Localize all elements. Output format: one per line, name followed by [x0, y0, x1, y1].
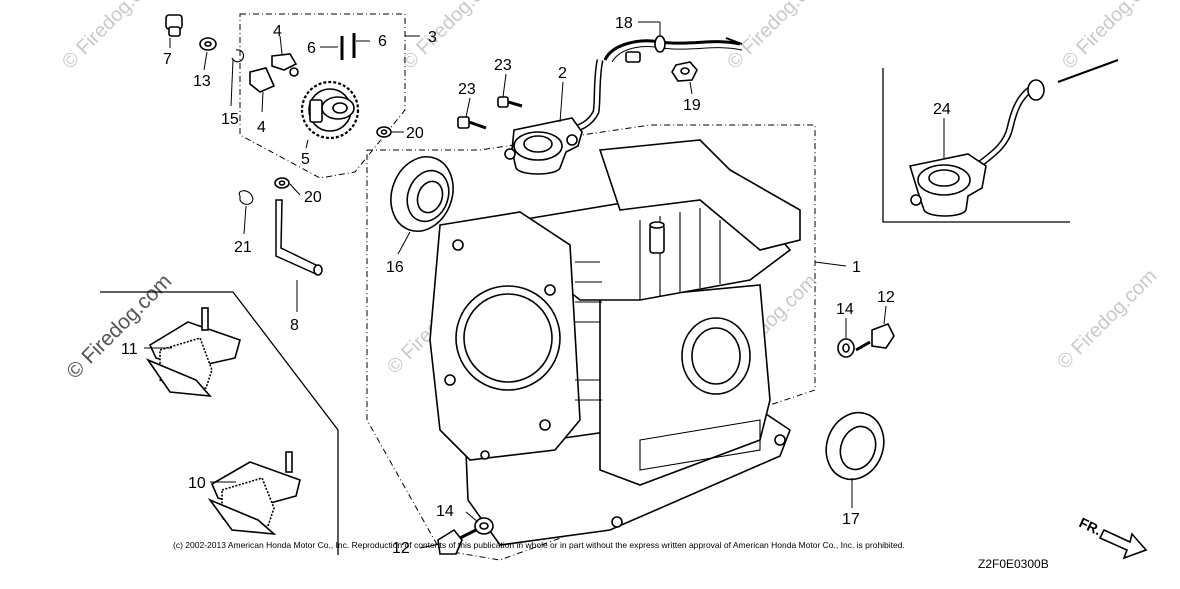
callout-5: 5: [301, 151, 310, 168]
watermark-text: © Firedog.com: [58, 0, 167, 74]
callout-20: 20: [406, 125, 424, 142]
callout-23: 23: [494, 57, 512, 74]
washer-part: [376, 126, 392, 138]
bolt-part: [855, 322, 895, 352]
callout-1: 1: [852, 259, 861, 276]
callout-6: 6: [307, 40, 316, 57]
callout-7: 7: [163, 51, 172, 68]
callout-labels: 7 13 15 4 4 6 6 3 5 20 20 21 8 18 23 23 …: [121, 15, 951, 557]
callout-23: 23: [458, 81, 476, 98]
callout-8: 8: [290, 317, 299, 334]
leader-lines: [144, 21, 945, 549]
front-direction-indicator: FR.: [1077, 514, 1148, 560]
engine-mount-part: [145, 307, 241, 397]
watermark-text: © Firedog.com: [398, 0, 507, 74]
callout-15: 15: [221, 111, 239, 128]
callout-11: 11: [121, 341, 138, 358]
engine-mount-frame: [100, 291, 339, 555]
callout-18: 18: [615, 15, 633, 32]
governor-weight-part: [271, 53, 299, 77]
washer-part: [837, 338, 855, 358]
callout-13: 13: [193, 73, 211, 90]
hose-clip-part: [238, 190, 254, 205]
callout-10: 10: [188, 475, 206, 492]
clip-ring-part: [231, 49, 245, 63]
callout-20: 20: [304, 189, 322, 206]
callout-14: 14: [836, 301, 854, 318]
engine-mount-part: [207, 451, 301, 536]
front-arrow-icon: [1098, 528, 1148, 560]
callout-4: 4: [257, 119, 266, 136]
direction-label: FR.: [1077, 514, 1104, 538]
nut-part: [671, 61, 698, 82]
bolt-part: [497, 96, 523, 108]
diagram-code: Z2F0E0300B: [978, 557, 1049, 571]
wire-harness-part: [603, 35, 743, 63]
crankcase-part: [429, 139, 801, 546]
callout-6: 6: [378, 33, 387, 50]
breather-tube-part: [275, 199, 323, 276]
callout-12: 12: [877, 289, 895, 306]
callout-24: 24: [933, 101, 951, 118]
bearing-part: [390, 156, 454, 232]
governor-weight-part: [249, 67, 276, 93]
oil-seal-part: [825, 411, 885, 481]
oil-level-switch-part: [504, 59, 604, 175]
plug-bolt-part: [165, 14, 183, 37]
oil-alert-unit-part: [908, 59, 1119, 217]
washer-part: [274, 177, 290, 189]
callout-16: 16: [386, 259, 404, 276]
crankcase-assembly-frame: [366, 124, 816, 561]
callout-14: 14: [436, 503, 454, 520]
washer-part: [199, 37, 217, 51]
governor-gear-part: [300, 80, 360, 140]
washer-part: [474, 517, 494, 535]
callout-19: 19: [683, 97, 701, 114]
bolt-part: [457, 116, 487, 130]
bolt-part: [437, 528, 477, 555]
callout-4: 4: [273, 23, 282, 40]
callout-3: 3: [428, 29, 437, 46]
oil-alert-frame: [882, 68, 1070, 223]
copyright-notice: (c) 2002-2013 American Honda Motor Co., …: [173, 540, 905, 550]
watermark-text: © Firedog.com: [1053, 265, 1162, 374]
callout-17: 17: [842, 511, 860, 528]
callout-21: 21: [234, 239, 252, 256]
watermark-text: © Firedog.com: [723, 0, 832, 74]
callout-2: 2: [558, 65, 567, 82]
callout-12: 12: [392, 540, 410, 557]
governor-assembly-frame: [239, 13, 406, 179]
